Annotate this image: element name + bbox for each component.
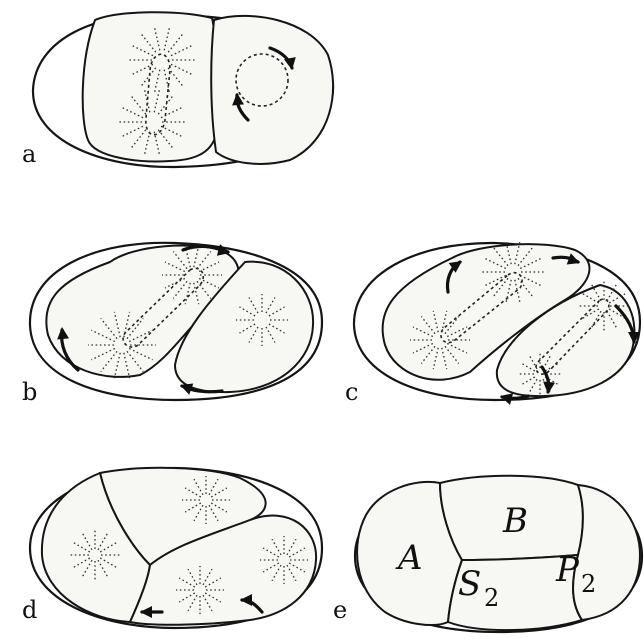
panel-d-letter: d bbox=[22, 596, 37, 624]
cell-label-s: S bbox=[458, 564, 481, 604]
cell-label-a: A bbox=[395, 538, 423, 578]
cell-label-s-subscript: 2 bbox=[484, 584, 499, 612]
panel-e: e A B S 2 P 2 bbox=[333, 476, 642, 632]
panel-a-letter: a bbox=[22, 140, 36, 168]
panel-b: b bbox=[22, 243, 322, 406]
cell-label-p: P bbox=[555, 550, 580, 590]
blastomere-posterior bbox=[211, 16, 333, 164]
cell-label-p-subscript: 2 bbox=[581, 570, 596, 598]
panel-c-letter: c bbox=[345, 378, 358, 406]
panel-b-letter: b bbox=[22, 378, 37, 406]
panel-e-letter: e bbox=[333, 596, 347, 624]
blastomere-anterior bbox=[83, 12, 219, 161]
panel-d: d bbox=[22, 468, 322, 628]
blastomere-P2 bbox=[573, 485, 640, 620]
panel-c: c bbox=[345, 241, 640, 406]
cell-label-b: B bbox=[502, 501, 528, 541]
panel-a: a bbox=[22, 12, 333, 168]
